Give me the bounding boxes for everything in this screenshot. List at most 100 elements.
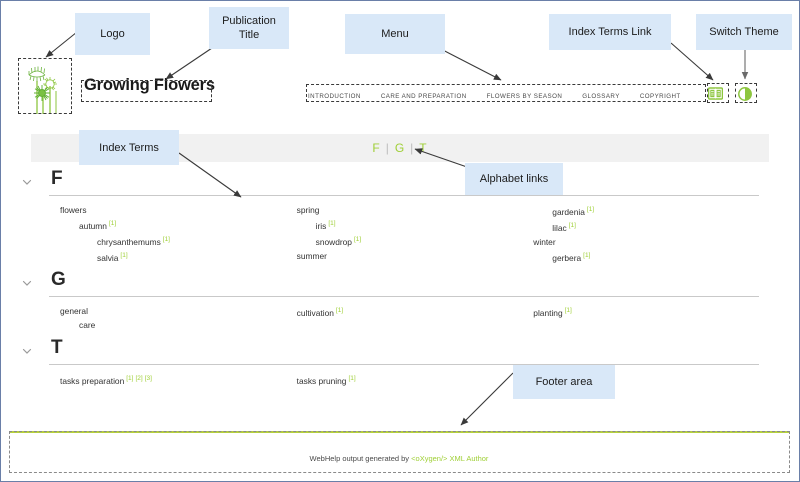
index-entry: flowers [49, 203, 286, 217]
index-term-label[interactable]: chrysanthemums [97, 236, 161, 247]
index-entry: tasks pruning[1] [286, 372, 523, 388]
index-reference-link[interactable]: [1] [586, 206, 595, 213]
footer-area: WebHelp output generated by <oXygen/> XM… [9, 431, 789, 473]
menu-item-introduction[interactable]: INTRODUCTION [308, 92, 361, 100]
main-menu: INTRODUCTION CARE AND PREPARATION FLOWER… [308, 86, 703, 106]
index-entry: gardenia[1] [522, 203, 759, 219]
index-term-label[interactable]: gardenia [552, 206, 585, 217]
index-term-label: summer [296, 250, 327, 261]
index-reference-link[interactable]: [1] [328, 220, 336, 227]
index-entry: planting[1] [522, 304, 759, 320]
index-reference-link[interactable]: [1] [335, 307, 344, 315]
index-entry: spring [286, 203, 523, 217]
index-term-label[interactable]: cultivation [296, 308, 334, 319]
chevron-down-icon[interactable] [21, 344, 33, 356]
logo[interactable] [18, 59, 73, 114]
callout-alphabet-links: Alphabet links [465, 163, 563, 195]
index-reference-link[interactable]: [1] [162, 235, 170, 243]
index-entry: tasks preparation[1][2][3] [49, 372, 286, 388]
index-entry: general [49, 304, 286, 318]
index-term-label[interactable]: gerbera [552, 252, 582, 263]
index-column: general care [49, 304, 286, 332]
switch-theme-button[interactable] [737, 86, 752, 101]
index-reference-link[interactable]: [1] [108, 220, 117, 227]
index-entry: snowdrop[1] [286, 233, 523, 249]
index-term-label[interactable]: planting [533, 308, 563, 319]
index-section-letter: T [51, 337, 63, 359]
alphabet-link-g[interactable]: G [394, 141, 406, 155]
index-term-label: spring [296, 205, 320, 215]
callout-index-terms-link: Index Terms Link [549, 14, 671, 50]
index-term-label[interactable]: tasks pruning [296, 376, 347, 387]
alphabet-links: F | G | T [368, 141, 431, 155]
menu-item-glossary[interactable]: GLOSSARY [582, 92, 620, 100]
index-entry: lilac[1] [522, 219, 759, 235]
index-section-header: F [22, 168, 759, 196]
index-column: tasks pruning[1] [286, 372, 523, 388]
index-reference-link[interactable]: [1] [120, 251, 128, 259]
index-entry: chrysanthemums[1] [49, 233, 286, 249]
index-column: tasks preparation[1][2][3] [49, 372, 286, 388]
header-icon-group [708, 86, 752, 101]
index-term-label[interactable]: lilac [552, 222, 567, 233]
footer-text-prefix: WebHelp output generated by [309, 454, 412, 463]
index-column: planting[1] [522, 304, 759, 332]
index-section-letter: G [51, 269, 66, 291]
index-reference-link[interactable]: [1] [353, 235, 362, 243]
alphabet-link-f[interactable]: F [372, 141, 381, 155]
alphabet-link-t[interactable]: T [419, 141, 428, 155]
index-term-label: flowers [60, 205, 87, 215]
index-columns: tasks preparation[1][2][3]tasks pruning[… [49, 365, 759, 388]
half-circle-contrast-icon [737, 86, 752, 101]
chevron-down-icon[interactable] [21, 276, 33, 288]
index-reference-link[interactable]: [3] [144, 375, 152, 383]
index-column: cultivation[1] [286, 304, 523, 332]
index-term-label: winter [533, 236, 556, 247]
callout-switch-theme: Switch Theme [696, 14, 792, 50]
index-term-label[interactable]: snowdrop [315, 236, 352, 247]
index-term-label[interactable]: tasks preparation [60, 376, 125, 387]
alphabet-separator: | [385, 141, 390, 155]
index-entry: salvia[1] [49, 249, 286, 265]
index-reference-link[interactable]: [1] [126, 375, 134, 383]
index-term-label[interactable]: salvia [97, 252, 119, 263]
index-reference-link[interactable]: [1] [583, 251, 591, 259]
footer-brand-link[interactable]: <oXygen/> XML Author [411, 454, 489, 463]
index-entry: gerbera[1] [522, 249, 759, 265]
chevron-down-icon[interactable] [21, 175, 33, 187]
index-reference-link[interactable]: [2] [135, 375, 143, 383]
site-header: Growing Flowers INTRODUCTION CARE AND PR… [1, 56, 799, 116]
index-section-header: G [22, 269, 759, 298]
index-term-label: care [79, 320, 96, 331]
flowers-logo-icon [28, 66, 57, 114]
callout-publication-title: Publication Title [209, 7, 289, 49]
callout-footer-area: Footer area [513, 365, 615, 399]
menu-item-copyright[interactable]: COPYRIGHT [639, 92, 681, 100]
index-reference-link[interactable]: [1] [564, 307, 572, 315]
menu-item-care-and-preparation[interactable]: CARE AND PREPARATION [380, 92, 467, 100]
index-entry: iris[1] [286, 217, 523, 233]
index-terms-link-button[interactable] [708, 86, 723, 101]
callout-logo: Logo [75, 13, 150, 55]
callout-menu: Menu [345, 14, 445, 54]
index-entry: winter [522, 235, 759, 249]
publication-title: Growing Flowers [84, 76, 215, 94]
index-term-label[interactable]: iris [315, 220, 327, 231]
index-entry: cultivation[1] [286, 304, 523, 320]
callout-index-terms: Index Terms [79, 130, 179, 165]
alphabet-separator: | [410, 141, 415, 155]
index-reference-link[interactable]: [1] [348, 375, 356, 383]
menu-item-flowers-by-season[interactable]: FLOWERS BY SEASON [486, 92, 563, 100]
index-reference-link[interactable]: [1] [568, 221, 576, 229]
index-term-label[interactable]: autumn [79, 220, 107, 231]
